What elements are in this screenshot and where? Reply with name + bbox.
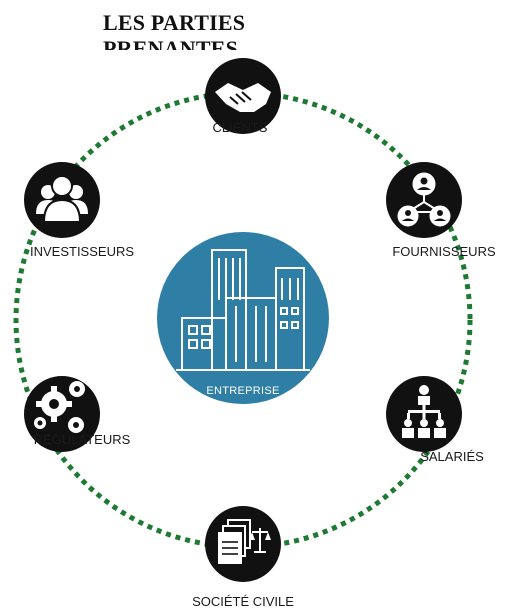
node-salaries[interactable]: SALARIÉS [386,376,484,464]
node-societe-civile[interactable]: SOCIÉTÉ CIVILE [192,506,294,609]
node-investisseurs[interactable]: INVESTISSEURS [24,162,134,259]
network-people-icon [397,172,451,227]
node-label-societe-civile: SOCIÉTÉ CIVILE [192,594,294,609]
node-label-clients: CLIENTS [213,120,268,135]
page-title: LES PARTIES PRENANTES [103,10,246,50]
handshake-icon [215,83,271,112]
buildings-icon [176,249,310,371]
node-label-regulateurs: RÉGULATEURS [34,432,131,447]
center-label: ENTREPRISE [206,385,279,397]
node-label-investisseurs: INVESTISSEURS [30,244,134,259]
node-label-salaries: SALARIÉS [420,449,484,464]
node-fournisseurs[interactable]: FOURNISSEURS [386,162,496,259]
group-people-icon [36,175,88,223]
center-entreprise: ENTREPRISE [157,232,329,404]
node-regulateurs[interactable]: RÉGULATEURS [24,376,131,452]
org-chart-icon [402,385,446,438]
node-clients[interactable]: CLIENTS [205,58,281,135]
gears-icon [34,381,85,433]
stakeholder-ring [13,90,473,550]
documents-justice-icon [218,519,271,564]
node-label-fournisseurs: FOURNISSEURS [392,244,496,259]
